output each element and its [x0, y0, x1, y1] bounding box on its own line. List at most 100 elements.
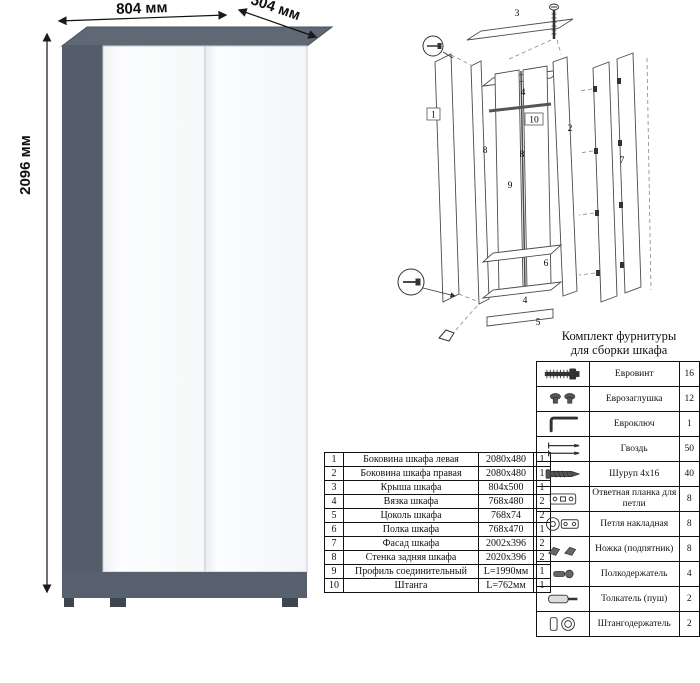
hardware-name: Петля накладная	[588, 511, 680, 537]
depth-dimension-label: 504 мм	[248, 0, 302, 24]
hardware-kit-caption-line2: для сборки шкафа	[570, 342, 668, 357]
callout-part-1: 1	[431, 111, 436, 121]
wardrobe-foot	[64, 598, 74, 607]
callout-part-5: 5	[536, 318, 541, 328]
hardware-qty: 1	[678, 411, 700, 437]
exploded-hanger-rod	[488, 102, 552, 113]
part-name: Профиль соединительный	[343, 564, 479, 579]
part-size: L=1990мм	[478, 564, 534, 579]
hardware-qty: 8	[678, 511, 700, 537]
part-size: 804x500	[478, 480, 534, 495]
part-size: 2020x396	[478, 550, 534, 565]
part-size: 2002x396	[478, 536, 534, 551]
hardware-row: Толкатель (пуш)2	[536, 586, 700, 612]
part-name: Боковина шкафа левая	[343, 452, 479, 467]
screw-icon	[536, 461, 590, 487]
europlug-icon	[536, 386, 590, 412]
hardware-qty: 4	[678, 561, 700, 587]
part-name: Цоколь шкафа	[343, 508, 479, 523]
wardrobe-foot	[282, 598, 298, 607]
hardware-qty: 8	[678, 536, 700, 562]
rod-holder-icon	[536, 611, 590, 637]
callout-part-10: 10	[529, 116, 539, 126]
exploded-panels	[434, 18, 642, 327]
screw-callout-top	[422, 35, 454, 59]
part-num: 4	[324, 494, 344, 509]
foot-detail-icon	[438, 329, 455, 342]
part-size: 2080x480	[478, 466, 534, 481]
exploded-diagram: 1 2 3 4 10 8 8 9 6 4 5 7	[397, 3, 652, 342]
hardware-name: Шуруп 4x16	[588, 461, 680, 487]
nail-icon	[536, 436, 590, 462]
push-latch-icon	[536, 586, 590, 612]
part-size: 2080x480	[478, 452, 534, 467]
part-num: 2	[324, 466, 344, 481]
wardrobe-plinth	[62, 572, 307, 598]
wardrobe-left-side	[62, 46, 103, 598]
wardrobe-top-face	[60, 26, 334, 47]
shelf-holder-icon	[536, 561, 590, 587]
exploded-carcass-left-wall	[470, 60, 490, 305]
hardware-row: Ножка (подпятник)8	[536, 536, 700, 562]
part-name: Стенка задняя шкафа	[343, 550, 479, 565]
hinge-plate-icon	[536, 486, 590, 512]
exploded-guide-lines	[450, 39, 652, 333]
wardrobe-foot	[110, 598, 126, 607]
hardware-qty: 2	[678, 611, 700, 637]
part-num: 6	[324, 522, 344, 537]
callout-part-3: 3	[515, 9, 520, 19]
exploded-top-panel	[466, 18, 574, 41]
height-dimension-label: 2096 мм	[17, 135, 34, 195]
hardware-name: Толкатель (пуш)	[588, 586, 680, 612]
wardrobe-body	[60, 26, 334, 607]
hardware-kit-caption: Комплект фурнитуры для сборки шкафа	[540, 329, 698, 358]
hardware-qty: 16	[678, 361, 700, 387]
callout-part-2: 2	[568, 124, 573, 134]
hardware-name: Ножка (подпятник)	[588, 536, 680, 562]
part-name: Фасад шкафа	[343, 536, 479, 551]
hardware-name: Еврозаглушка	[588, 386, 680, 412]
callout-part-8-left: 8	[483, 146, 488, 156]
part-num: 8	[324, 550, 344, 565]
hinge-icon	[536, 511, 590, 537]
hardware-qty: 8	[678, 486, 700, 512]
depth-dimension-arrow	[237, 8, 318, 39]
exploded-door-left	[592, 61, 618, 303]
callout-part-9: 9	[508, 181, 513, 191]
hardware-name: Полкодержатель	[588, 561, 680, 587]
hardware-qty: 12	[678, 386, 700, 412]
part-num: 9	[324, 564, 344, 579]
exploded-bottom-rail	[481, 281, 563, 299]
hardware-qty: 2	[678, 586, 700, 612]
euroscrew-icon	[536, 361, 590, 387]
part-name: Боковина шкафа правая	[343, 466, 479, 481]
part-name: Штанга	[343, 578, 479, 593]
callout-part-7: 7	[620, 156, 625, 166]
wardrobe-figure: 804 мм 504 мм 2096 мм	[17, 0, 334, 607]
width-dimension-arrow	[57, 10, 228, 26]
part-num: 5	[324, 508, 344, 523]
callout-part-8-right: 8	[520, 150, 525, 160]
callout-part-4-top: 4	[521, 88, 526, 98]
callout-part-4-bottom: 4	[523, 296, 528, 306]
